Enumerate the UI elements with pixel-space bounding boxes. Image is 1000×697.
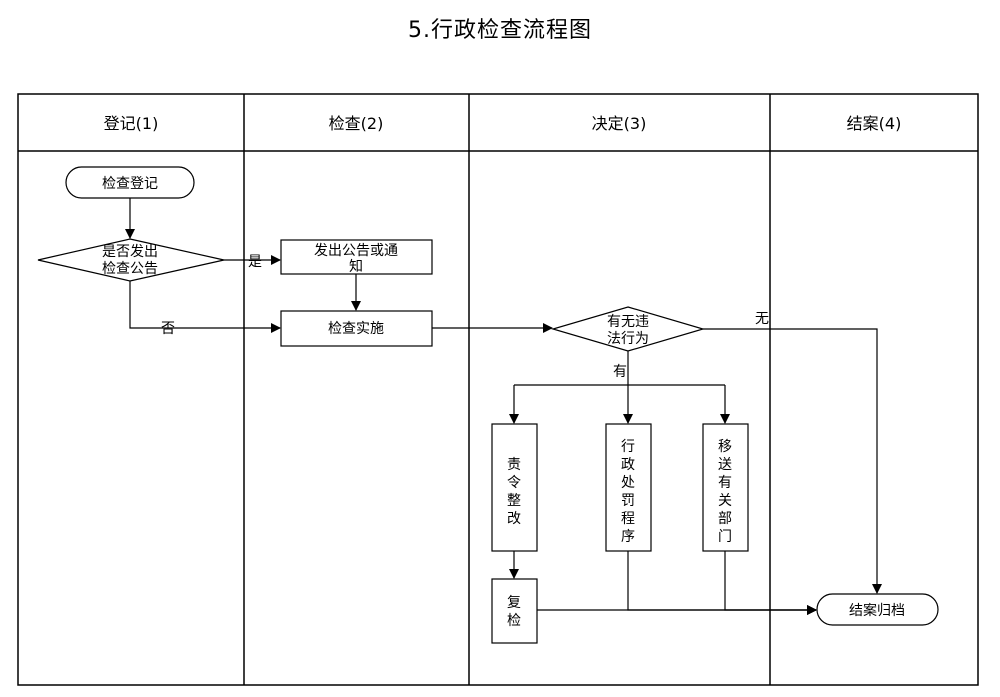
edge-penalty-to-close (627, 551, 817, 615)
page-title: 5.行政检查流程图 (408, 18, 592, 43)
penalty-char-3: 处 (621, 475, 635, 491)
transfer-char-1: 移 (718, 439, 732, 455)
penalty-char-1: 行 (621, 439, 635, 455)
close-archive-label: 结案归档 (849, 602, 905, 619)
rectify-char-3: 整 (507, 493, 521, 509)
issue-notice-box: 发出公告或通 知 (280, 239, 433, 275)
recheck-char-2: 检 (507, 613, 521, 629)
issue-notice-line1: 发出公告或通 (314, 243, 398, 259)
transfer-char-5: 部 (718, 511, 732, 527)
rectify-char-2: 令 (507, 475, 521, 491)
edge-no (129, 281, 281, 333)
penalty-char-2: 政 (621, 457, 635, 473)
transfer-char-6: 门 (718, 529, 732, 545)
edge-label-has: 有 (613, 364, 627, 380)
start-node: 检查登记 (65, 166, 195, 199)
close-archive-node: 结案归档 (816, 593, 939, 626)
inspection-label: 检查实施 (328, 321, 384, 337)
recheck-char-1: 复 (507, 594, 521, 611)
edge-transfer-to-close (724, 551, 817, 615)
lane-header-inspect: 检查(2) (329, 114, 384, 133)
lane-header-register: 登记(1) (104, 114, 159, 133)
transfer-box: 移 送 有 关 部 门 (702, 423, 749, 552)
edge-label-no: 否 (161, 321, 175, 337)
penalty-char-5: 程 (621, 511, 635, 527)
inspection-box: 检查实施 (280, 310, 433, 347)
decision-notice-line1: 是否发出 (102, 244, 158, 260)
transfer-char-2: 送 (718, 457, 732, 473)
decision-violation-line1: 有无违 (607, 314, 649, 330)
edge-label-yes: 是 (248, 254, 262, 270)
penalty-char-4: 罚 (621, 493, 635, 509)
penalty-box: 行 政 处 罚 程 序 (605, 423, 652, 552)
recheck-box: 复 检 (491, 578, 538, 644)
transfer-char-3: 有 (718, 475, 732, 491)
decision-violation: 有无违 法行为 (550, 306, 706, 352)
issue-notice-line2: 知 (349, 258, 363, 275)
decision-notice-line2: 检查公告 (102, 261, 158, 277)
edge-label-none: 无 (755, 311, 769, 327)
swimlane-frame (17, 93, 979, 686)
penalty-char-6: 序 (621, 529, 635, 545)
lane-header-close: 结案(4) (847, 114, 902, 133)
rectify-char-4: 改 (507, 511, 521, 527)
transfer-char-4: 关 (718, 493, 732, 509)
decision-violation-line2: 法行为 (607, 331, 649, 347)
start-node-label: 检查登记 (102, 176, 158, 192)
connectors (125, 198, 882, 615)
edge-none (703, 328, 882, 594)
rectify-char-1: 责 (507, 457, 521, 473)
lane-header-decide: 决定(3) (592, 114, 647, 133)
rectify-box: 责 令 整 改 (491, 423, 538, 552)
decision-notice: 是否发出 检查公告 (37, 238, 225, 282)
